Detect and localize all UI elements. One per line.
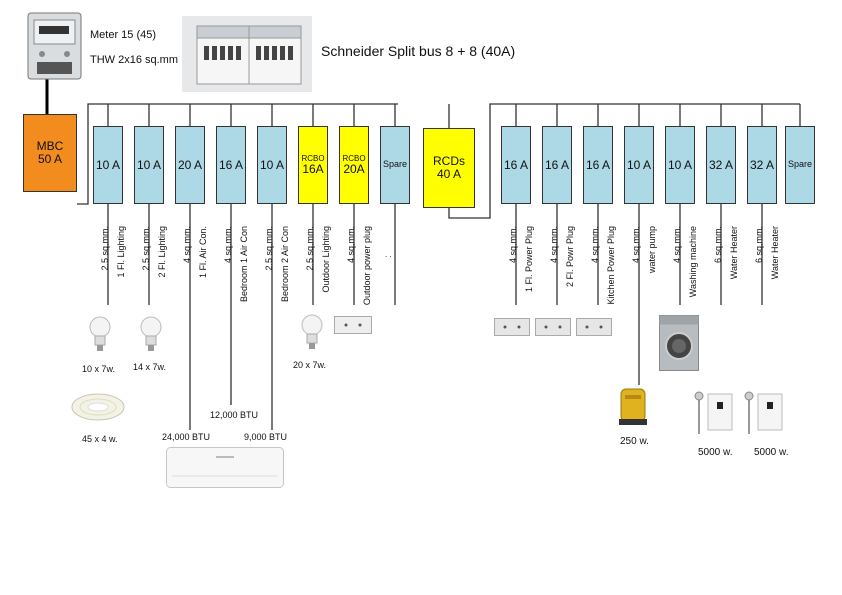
- electric-meter-icon: [27, 12, 82, 80]
- rcbo-breaker-2: RCBO 20A: [339, 126, 369, 204]
- main-breaker-mbc: MBC 50 A: [23, 114, 77, 192]
- rcd-rating: 40 A: [436, 167, 462, 181]
- bulb-count-label: 14 x 7w.: [133, 362, 167, 372]
- spare-dots: . .: [385, 250, 392, 259]
- power-socket-icon: [334, 316, 372, 334]
- rcbo-breaker-1: RCBO 16A: [298, 126, 328, 204]
- breaker-rating: 16 A: [585, 157, 611, 172]
- circuit-load-label: Outdoor power plug: [362, 226, 372, 306]
- breaker-r4: 10 A: [624, 126, 654, 204]
- breaker-r1: 16 A: [501, 126, 531, 204]
- breaker-5: 10 A: [257, 126, 287, 204]
- breaker-r3: 16 A: [583, 126, 613, 204]
- breaker-rating: Spare: [787, 159, 813, 170]
- breaker-r2: 16 A: [542, 126, 572, 204]
- water-heater-icon: [744, 391, 783, 434]
- breaker-rating: 16 A: [503, 157, 529, 172]
- breaker-rating: 10 A: [626, 157, 652, 172]
- breaker-rating: 16 A: [544, 157, 570, 172]
- led-bulb-icon: [140, 316, 162, 351]
- heater-power-label: 5000 w.: [754, 447, 789, 458]
- rcd-label: RCDs: [433, 154, 465, 169]
- power-socket-icon: [576, 318, 612, 336]
- breaker-4: 16 A: [216, 126, 246, 204]
- bulb-count-label: 10 x 7w.: [82, 364, 116, 374]
- led-strip-icon: [71, 393, 125, 421]
- consumer-unit-image: [182, 16, 312, 92]
- breaker-rating: 32 A: [708, 157, 734, 172]
- breaker-rating: 20A: [343, 161, 365, 176]
- panel-title: Schneider Split bus 8 + 8 (40A): [321, 43, 516, 59]
- ac-btu-label: 24,000 BTU: [162, 432, 211, 442]
- breaker-rating: 10 A: [136, 157, 162, 172]
- water-heater-icon: [694, 391, 733, 434]
- bulb-count-label: 20 x 7w.: [293, 360, 327, 370]
- washing-machine-icon: [659, 315, 699, 371]
- meter-label: Meter 15 (45): [90, 29, 157, 41]
- ac-btu-label: 9,000 BTU: [244, 432, 288, 442]
- breaker-rating: 16 A: [218, 157, 244, 172]
- air-conditioner-icon: [166, 447, 284, 488]
- breaker-rating: 16A: [302, 161, 324, 176]
- spare-breaker-right: Spare: [785, 126, 815, 204]
- breaker-rating: 10 A: [259, 157, 285, 172]
- rcd-breaker: RCDs 40 A: [423, 128, 475, 208]
- breaker-rating: Spare: [382, 159, 408, 170]
- ac-btu-label: 12,000 BTU: [210, 410, 259, 420]
- mbc-label: MBC: [36, 139, 64, 154]
- breaker-rating: 20 A: [177, 157, 203, 172]
- heater-power-label: 5000 w.: [698, 447, 733, 458]
- rcbo-label: RCBO: [301, 153, 325, 163]
- breaker-rating: 10 A: [667, 157, 693, 172]
- meter-cable-label: THW 2x16 sq.mm: [90, 54, 179, 66]
- breaker-r6: 32 A: [706, 126, 736, 204]
- breaker-1: 10 A: [93, 126, 123, 204]
- power-socket-icon: [535, 318, 571, 336]
- led-strip-label: 45 x 4 w.: [82, 434, 118, 444]
- pump-power-label: 250 w.: [620, 436, 649, 447]
- breaker-r7: 32 A: [747, 126, 777, 204]
- water-pump-icon: [619, 388, 647, 425]
- circuit-load-label: Water Heater: [770, 226, 780, 280]
- spare-breaker-left: Spare: [380, 126, 410, 204]
- led-bulb-icon: [89, 316, 111, 351]
- breaker-rating: 32 A: [749, 157, 775, 172]
- breaker-r5: 10 A: [665, 126, 695, 204]
- rcbo-label: RCBO: [342, 153, 366, 163]
- breaker-2: 10 A: [134, 126, 164, 204]
- mbc-rating: 50 A: [37, 152, 63, 166]
- led-bulb-icon: [301, 314, 323, 349]
- breaker-3: 20 A: [175, 126, 205, 204]
- breaker-rating: 10 A: [95, 157, 121, 172]
- power-socket-icon: [494, 318, 530, 336]
